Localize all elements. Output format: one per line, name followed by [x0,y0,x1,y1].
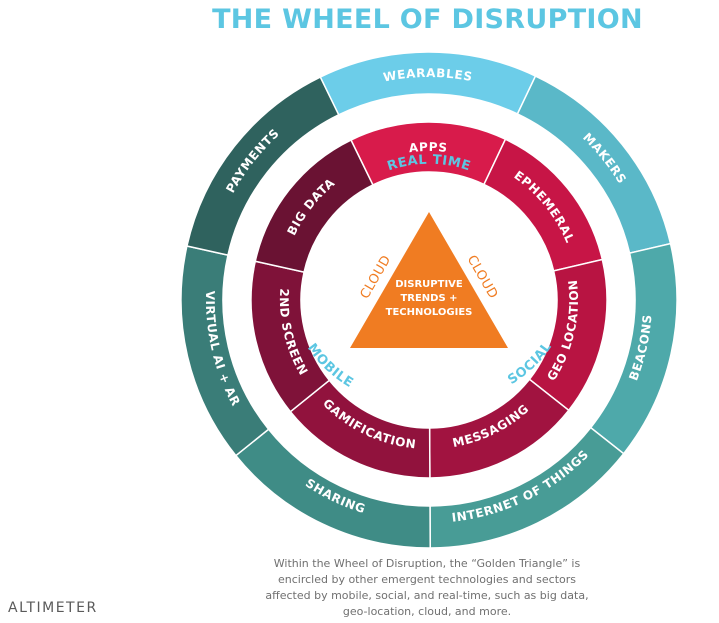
inner-label-real-time: REAL TIME [386,153,473,175]
altimeter-logo: ALTIMETER [8,600,98,616]
core-line-1: DISRUPTIVE [395,279,463,290]
caption: Within the Wheel of Disruption, the “Gol… [265,557,589,618]
core-line-2: TRENDS + [400,293,457,304]
mid-apps-label: APPS [408,140,448,155]
core-line-3: TECHNOLOGIES [386,307,473,318]
golden-triangle [350,212,508,348]
outer-payments [186,76,340,257]
outer-wearables-label: WEARABLES [382,66,474,84]
mid-big-data [254,139,374,274]
outer-wearables [319,51,537,116]
page-title: THE WHEEL OF DISRUPTION [212,4,643,35]
